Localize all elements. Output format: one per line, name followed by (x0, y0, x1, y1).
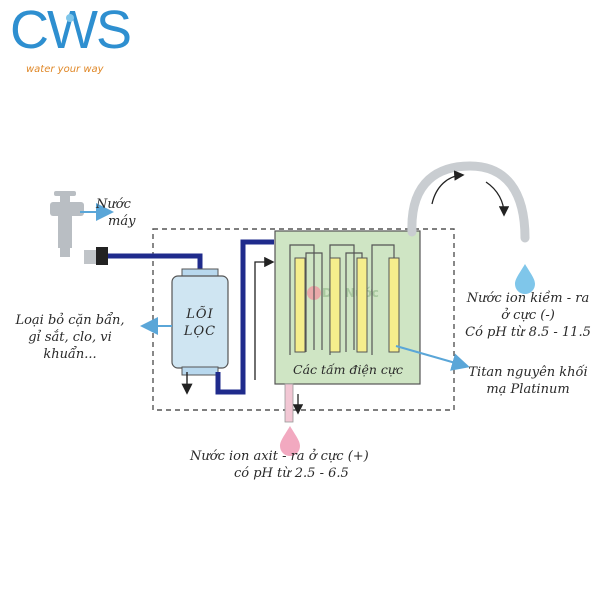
valve-icon (96, 247, 108, 265)
faucet-icon (50, 191, 96, 264)
titan-arrow (395, 345, 470, 371)
electrode-plate (294, 257, 306, 353)
logo-tagline: water your way (26, 64, 104, 75)
titan-label: Titan nguyên khối mạ Platinum (468, 365, 588, 397)
cws-logo: CWS (10, 2, 132, 58)
electrode-plate (388, 257, 400, 353)
filter-note: Loại bỏ cặn bẩn, gỉ sắt, clo, vi khuẩn..… (15, 313, 125, 362)
filter-cartridge (171, 268, 229, 376)
alkaline-outlet-pipe (407, 161, 530, 243)
logo-drop-icon (66, 14, 74, 22)
tap-label: Nước máy (96, 197, 136, 229)
electrode-plates (294, 257, 400, 353)
alkaline-label: Nước ion kiềm - ra ở cực (-) Có pH từ 8.… (465, 291, 591, 340)
plates-label: Các tấm điện cực (293, 362, 403, 377)
filter-label: LÕI LỌC (183, 307, 217, 339)
acid-label: Nước ion axit - ra ở cực (+) có pH từ 2.… (190, 449, 369, 481)
flow-into-chamber-arrow (254, 256, 275, 380)
acid-outlet-pipe (284, 383, 294, 423)
electrode-plate (329, 257, 341, 353)
alkaline-flow-arrow-up (431, 170, 465, 205)
alkaline-drop-icon (515, 264, 535, 294)
electrode-plate (356, 257, 368, 353)
alkaline-flow-arrow-down (485, 181, 510, 217)
acid-drop-icon (280, 426, 300, 456)
logo-wordmark: CWS (10, 2, 130, 58)
transfer-pipe (215, 239, 274, 395)
inlet-pipe (108, 253, 203, 270)
